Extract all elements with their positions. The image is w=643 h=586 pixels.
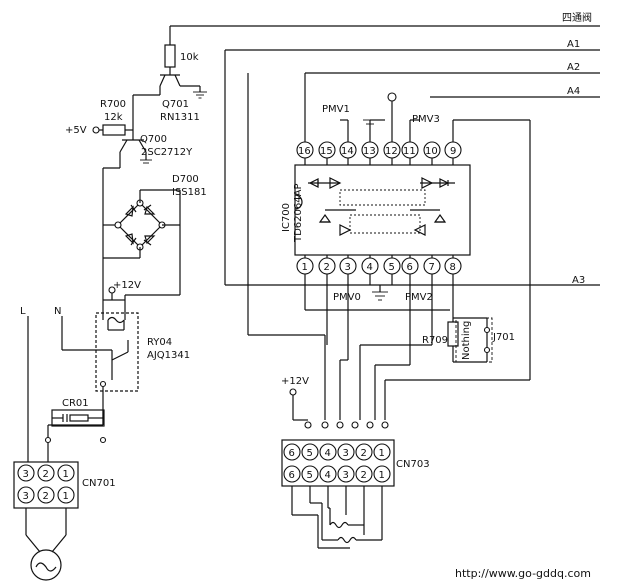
d700-model-label: ISS181 [172, 187, 207, 198]
line-a3-label: A3 [572, 275, 585, 286]
cn701-pin: 3 [23, 469, 29, 480]
cn703-pin: 4 [325, 448, 331, 459]
pmv3-label: PMV3 [412, 114, 440, 125]
mains-n-label: N [54, 306, 61, 317]
mains-l-label: L [20, 306, 26, 317]
cn701-label: CN701 [82, 478, 116, 489]
cn703-pin: 1 [379, 470, 385, 481]
cn703-pin: 3 [343, 470, 349, 481]
cn703-pin: 5 [307, 448, 313, 459]
ic-pin-label: 5 [389, 262, 395, 273]
motor-coil [25, 508, 67, 581]
cn703-pin: 1 [379, 448, 385, 459]
ic-pin-label: 13 [363, 146, 376, 157]
pmv0-label: PMV0 [333, 292, 361, 303]
cn701-pin: 1 [63, 491, 69, 502]
ic-pin-label: 1 [302, 262, 308, 273]
cn701-pin: 2 [43, 491, 49, 502]
cr01 [44, 409, 107, 444]
transistor-q700 [102, 130, 152, 300]
resistor-r700 [92, 124, 133, 136]
pmv2-label: PMV2 [405, 292, 433, 303]
cn703-pin: 2 [361, 470, 367, 481]
ic-pin-label: 9 [450, 146, 456, 157]
cn703-pin: 6 [289, 448, 295, 459]
plus12v-relay-label: +12V [113, 280, 141, 291]
ic700-label: IC700 [281, 203, 292, 232]
r709-label: R709 [422, 335, 448, 346]
r709-j701 [447, 317, 493, 363]
r700-value-label: 12k [104, 112, 123, 123]
connector-cn703: 6 5 4 3 2 1 6 5 4 3 2 1 [281, 439, 395, 487]
pmv1-label: PMV1 [322, 104, 350, 115]
line-a4-label: A4 [567, 86, 580, 97]
j701-label: J701 [492, 332, 515, 343]
cn703-pin: 2 [361, 448, 367, 459]
q700-label: Q700 [140, 134, 167, 145]
website-watermark: http://www.go-gddq.com [455, 567, 591, 580]
ic700-bottom-pins: 1 2 3 4 5 6 7 8 [296, 255, 462, 318]
cn701-pin: 1 [63, 469, 69, 480]
ic-to-cn703-wiring [247, 73, 530, 421]
plus12v-conn-label: +12V [281, 376, 309, 387]
q701-model-label: RN1311 [160, 112, 200, 123]
cn703-taps [304, 421, 389, 429]
nothing-label: Nothing [461, 321, 472, 360]
ry04-label: RY04 [147, 337, 172, 348]
ic-pin-label: 11 [403, 146, 416, 157]
stepper-windings [291, 486, 383, 549]
ry04-model-label: AJQ1341 [147, 350, 190, 361]
ic700 [294, 164, 471, 256]
four-way-valve-label: 四通阀 [562, 11, 592, 24]
ic-pin-label: 15 [320, 146, 333, 157]
plus5v-label: +5V [65, 125, 87, 136]
signal-lines [169, 25, 600, 286]
ic-pin-label: 14 [341, 146, 354, 157]
ic-pin-label: 16 [298, 146, 311, 157]
relay-ry04 [95, 300, 139, 425]
cn701-pin: 3 [23, 491, 29, 502]
ic-pin-label: 6 [407, 262, 413, 273]
mains-wires [27, 316, 113, 462]
line-a2-label: A2 [567, 62, 580, 73]
ic700-model-label: TD62064AP [293, 184, 304, 244]
cn703-pin: 5 [307, 470, 313, 481]
connector-cn701: 3 2 1 3 2 1 [13, 461, 79, 509]
relay-supply [103, 286, 180, 320]
ic-pin-label: 4 [367, 262, 373, 273]
transistor-q701 [132, 74, 207, 130]
plus12v-conn-terminal [289, 388, 297, 396]
ic700-top-pins: 16 15 14 13 12 11 10 9 [296, 92, 531, 380]
d700-label: D700 [172, 174, 199, 185]
resistor-10k [164, 44, 176, 75]
ic-pin-label: 7 [429, 262, 435, 273]
ic-pin-label: 2 [324, 262, 330, 273]
ic-pin-label: 3 [345, 262, 351, 273]
q700-model-label: 2SC2712Y [141, 147, 193, 158]
line-a1-label: A1 [567, 39, 580, 50]
q701-label: Q701 [162, 99, 189, 110]
cn703-pin: 3 [343, 448, 349, 459]
ic-pin-label: 8 [450, 262, 456, 273]
cn703-label: CN703 [396, 459, 430, 470]
cn701-pin: 2 [43, 469, 49, 480]
ic-pin-label: 10 [425, 146, 438, 157]
cn703-pin: 4 [325, 470, 331, 481]
resistor-10k-label: 10k [180, 52, 199, 63]
diode-bridge-d700 [103, 189, 181, 295]
r700-label: R700 [100, 99, 126, 110]
cr01-label: CR01 [62, 398, 89, 409]
ic-pin-label: 12 [385, 146, 398, 157]
cn703-pin: 6 [289, 470, 295, 481]
